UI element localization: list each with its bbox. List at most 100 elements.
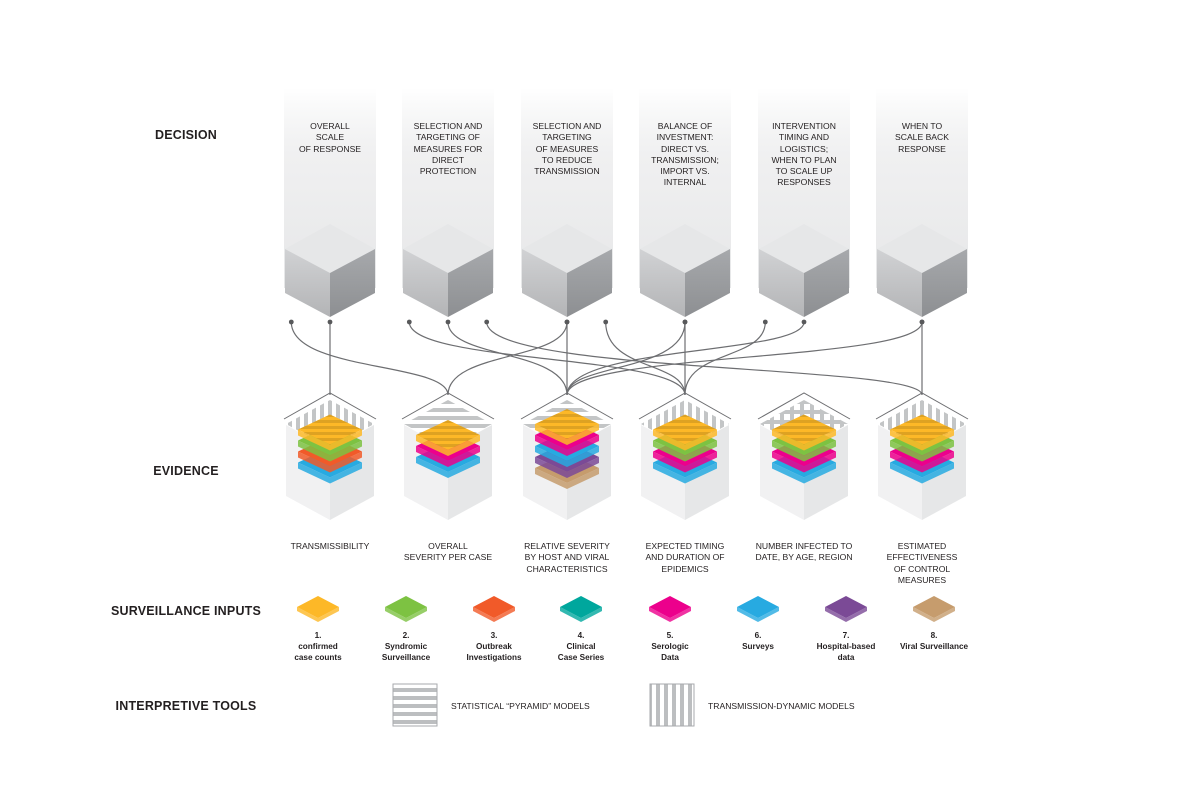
link-dot (564, 319, 570, 325)
layer-side (298, 462, 362, 484)
decision-text-line: TRANSMISSION; (651, 154, 719, 165)
layer-side (653, 429, 717, 451)
evidence-label-line: DATE, BY AGE, REGION (755, 552, 853, 563)
evidence-label-line: AND DURATION OF (645, 552, 725, 563)
layer-side (416, 446, 480, 467)
decision-text-line: SCALE BACK (895, 132, 949, 143)
tool-label: TRANSMISSION-DYNAMIC MODELS (708, 701, 855, 711)
decision-text-line: TIMING AND (778, 132, 830, 143)
input-label: 8.Viral Surveillance (884, 630, 984, 652)
decision-text-line: TARGETING OF (416, 132, 480, 143)
decision-text-line: TO REDUCE (541, 154, 593, 165)
swatch-top (649, 596, 691, 618)
input-swatch (913, 596, 955, 622)
link-dot (801, 319, 807, 325)
decision-text-line: RESPONSE (898, 143, 946, 154)
input-swatch (737, 596, 779, 622)
input-number: 1. (314, 631, 322, 640)
decision-text-line: OF RESPONSE (298, 143, 362, 154)
decision-cube (877, 224, 967, 317)
swatch-top (913, 596, 955, 618)
evidence-label-line: EPIDEMICS (661, 563, 709, 574)
swatch-top (385, 596, 427, 618)
decision-text-line: BALANCE OF (657, 121, 713, 131)
decision-text-line: SELECTION AND (413, 121, 483, 131)
layer-side (890, 451, 954, 473)
layer-side (416, 457, 480, 478)
layer-top-pattern (416, 420, 480, 450)
link-line (486, 321, 923, 396)
input-swatch (297, 596, 339, 622)
evidence-label-line: RELATIVE SEVERITY (524, 541, 610, 551)
input-swatch (560, 596, 602, 622)
input-name-line: Surveys (742, 642, 774, 651)
swatch-side (649, 607, 691, 622)
swatch-side (825, 607, 867, 622)
link-dot (919, 319, 925, 325)
evidence-label: TRANSMISSIBILITY (268, 541, 392, 552)
layer-top-pattern (772, 414, 836, 445)
decision-cube (403, 224, 493, 317)
layer-side (653, 440, 717, 462)
link-dot (682, 319, 688, 325)
cube-roof (875, 392, 969, 420)
layer-side (890, 462, 954, 484)
link-line (447, 321, 568, 396)
swatch-side (297, 607, 339, 622)
link-dot (762, 319, 768, 325)
decision-text-line: OVERALL (310, 121, 350, 131)
link-line (408, 321, 686, 396)
layer-side (535, 468, 599, 489)
link-line (566, 321, 686, 396)
tool-swatch (649, 683, 695, 727)
evidence-label-line: CHARACTERISTICS (526, 563, 608, 574)
evidence-cube (757, 392, 851, 520)
decision-text-line: MEASURES FOR (413, 143, 483, 154)
row-label-evidence: EVIDENCE (153, 464, 219, 478)
cube-top (759, 224, 849, 273)
swatch-top (297, 596, 339, 618)
cube-right (922, 249, 967, 317)
swatch-top (825, 596, 867, 618)
cube-left (759, 249, 804, 317)
tool-swatch (392, 683, 438, 727)
layer-side (653, 451, 717, 473)
decision-text-line: TO SCALE UP (775, 166, 833, 177)
link-dot (603, 319, 609, 325)
decision-cube (640, 224, 730, 317)
evidence-cube (875, 392, 969, 520)
input-name-line: Case Series (557, 653, 605, 662)
link-line (605, 321, 686, 396)
input-number: 6. (754, 631, 762, 640)
swatch-side (913, 607, 955, 622)
input-name-line: data (837, 653, 855, 662)
layer-side (772, 462, 836, 484)
evidence-cube (283, 392, 377, 520)
cube-top (877, 224, 967, 273)
cube-top (285, 224, 375, 273)
evidence-cube (520, 392, 614, 520)
evidence-cube (638, 392, 732, 520)
evidence-label-line: OVERALL (428, 541, 468, 551)
evidence-label-line: BY HOST AND VIRAL (524, 552, 610, 563)
decision-text-line: INTERVENTION (772, 121, 836, 131)
decision-text-line: INVESTMENT: (656, 132, 714, 143)
input-name-line: Outbreak (476, 642, 512, 651)
decision-text-line: TRANSMISSION (534, 166, 600, 177)
evidence-label-line: ESTIMATED (897, 541, 947, 551)
link-line (566, 321, 923, 396)
cube-right (567, 249, 612, 317)
link-dot (327, 319, 333, 325)
link-dot (445, 319, 451, 325)
